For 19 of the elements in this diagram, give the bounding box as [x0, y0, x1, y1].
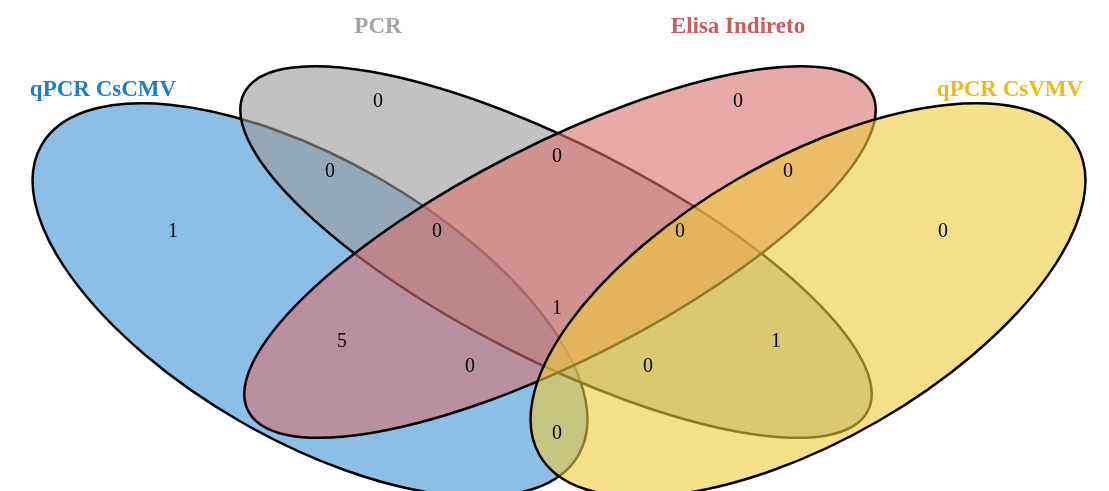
- set-label: PCR: [354, 13, 402, 37]
- region-count: 0: [325, 160, 335, 180]
- region-count: 0: [465, 355, 475, 375]
- region-count: 0: [733, 90, 743, 110]
- region-count: 1: [168, 220, 178, 240]
- region-count: 0: [783, 160, 793, 180]
- region-count: 0: [675, 220, 685, 240]
- region-count: 0: [373, 90, 383, 110]
- set-label: Elisa Indireto: [670, 13, 806, 37]
- region-count: 1: [771, 330, 781, 350]
- region-count: 0: [432, 220, 442, 240]
- region-count: 1: [552, 297, 562, 317]
- region-count: 0: [643, 355, 653, 375]
- set-label: qPCR CsVMV: [936, 76, 1084, 100]
- set-label: qPCR CsCMV: [29, 76, 177, 100]
- region-count: 0: [938, 220, 948, 240]
- region-count: 5: [337, 330, 347, 350]
- region-count: 0: [552, 422, 562, 442]
- region-count: 0: [552, 145, 562, 165]
